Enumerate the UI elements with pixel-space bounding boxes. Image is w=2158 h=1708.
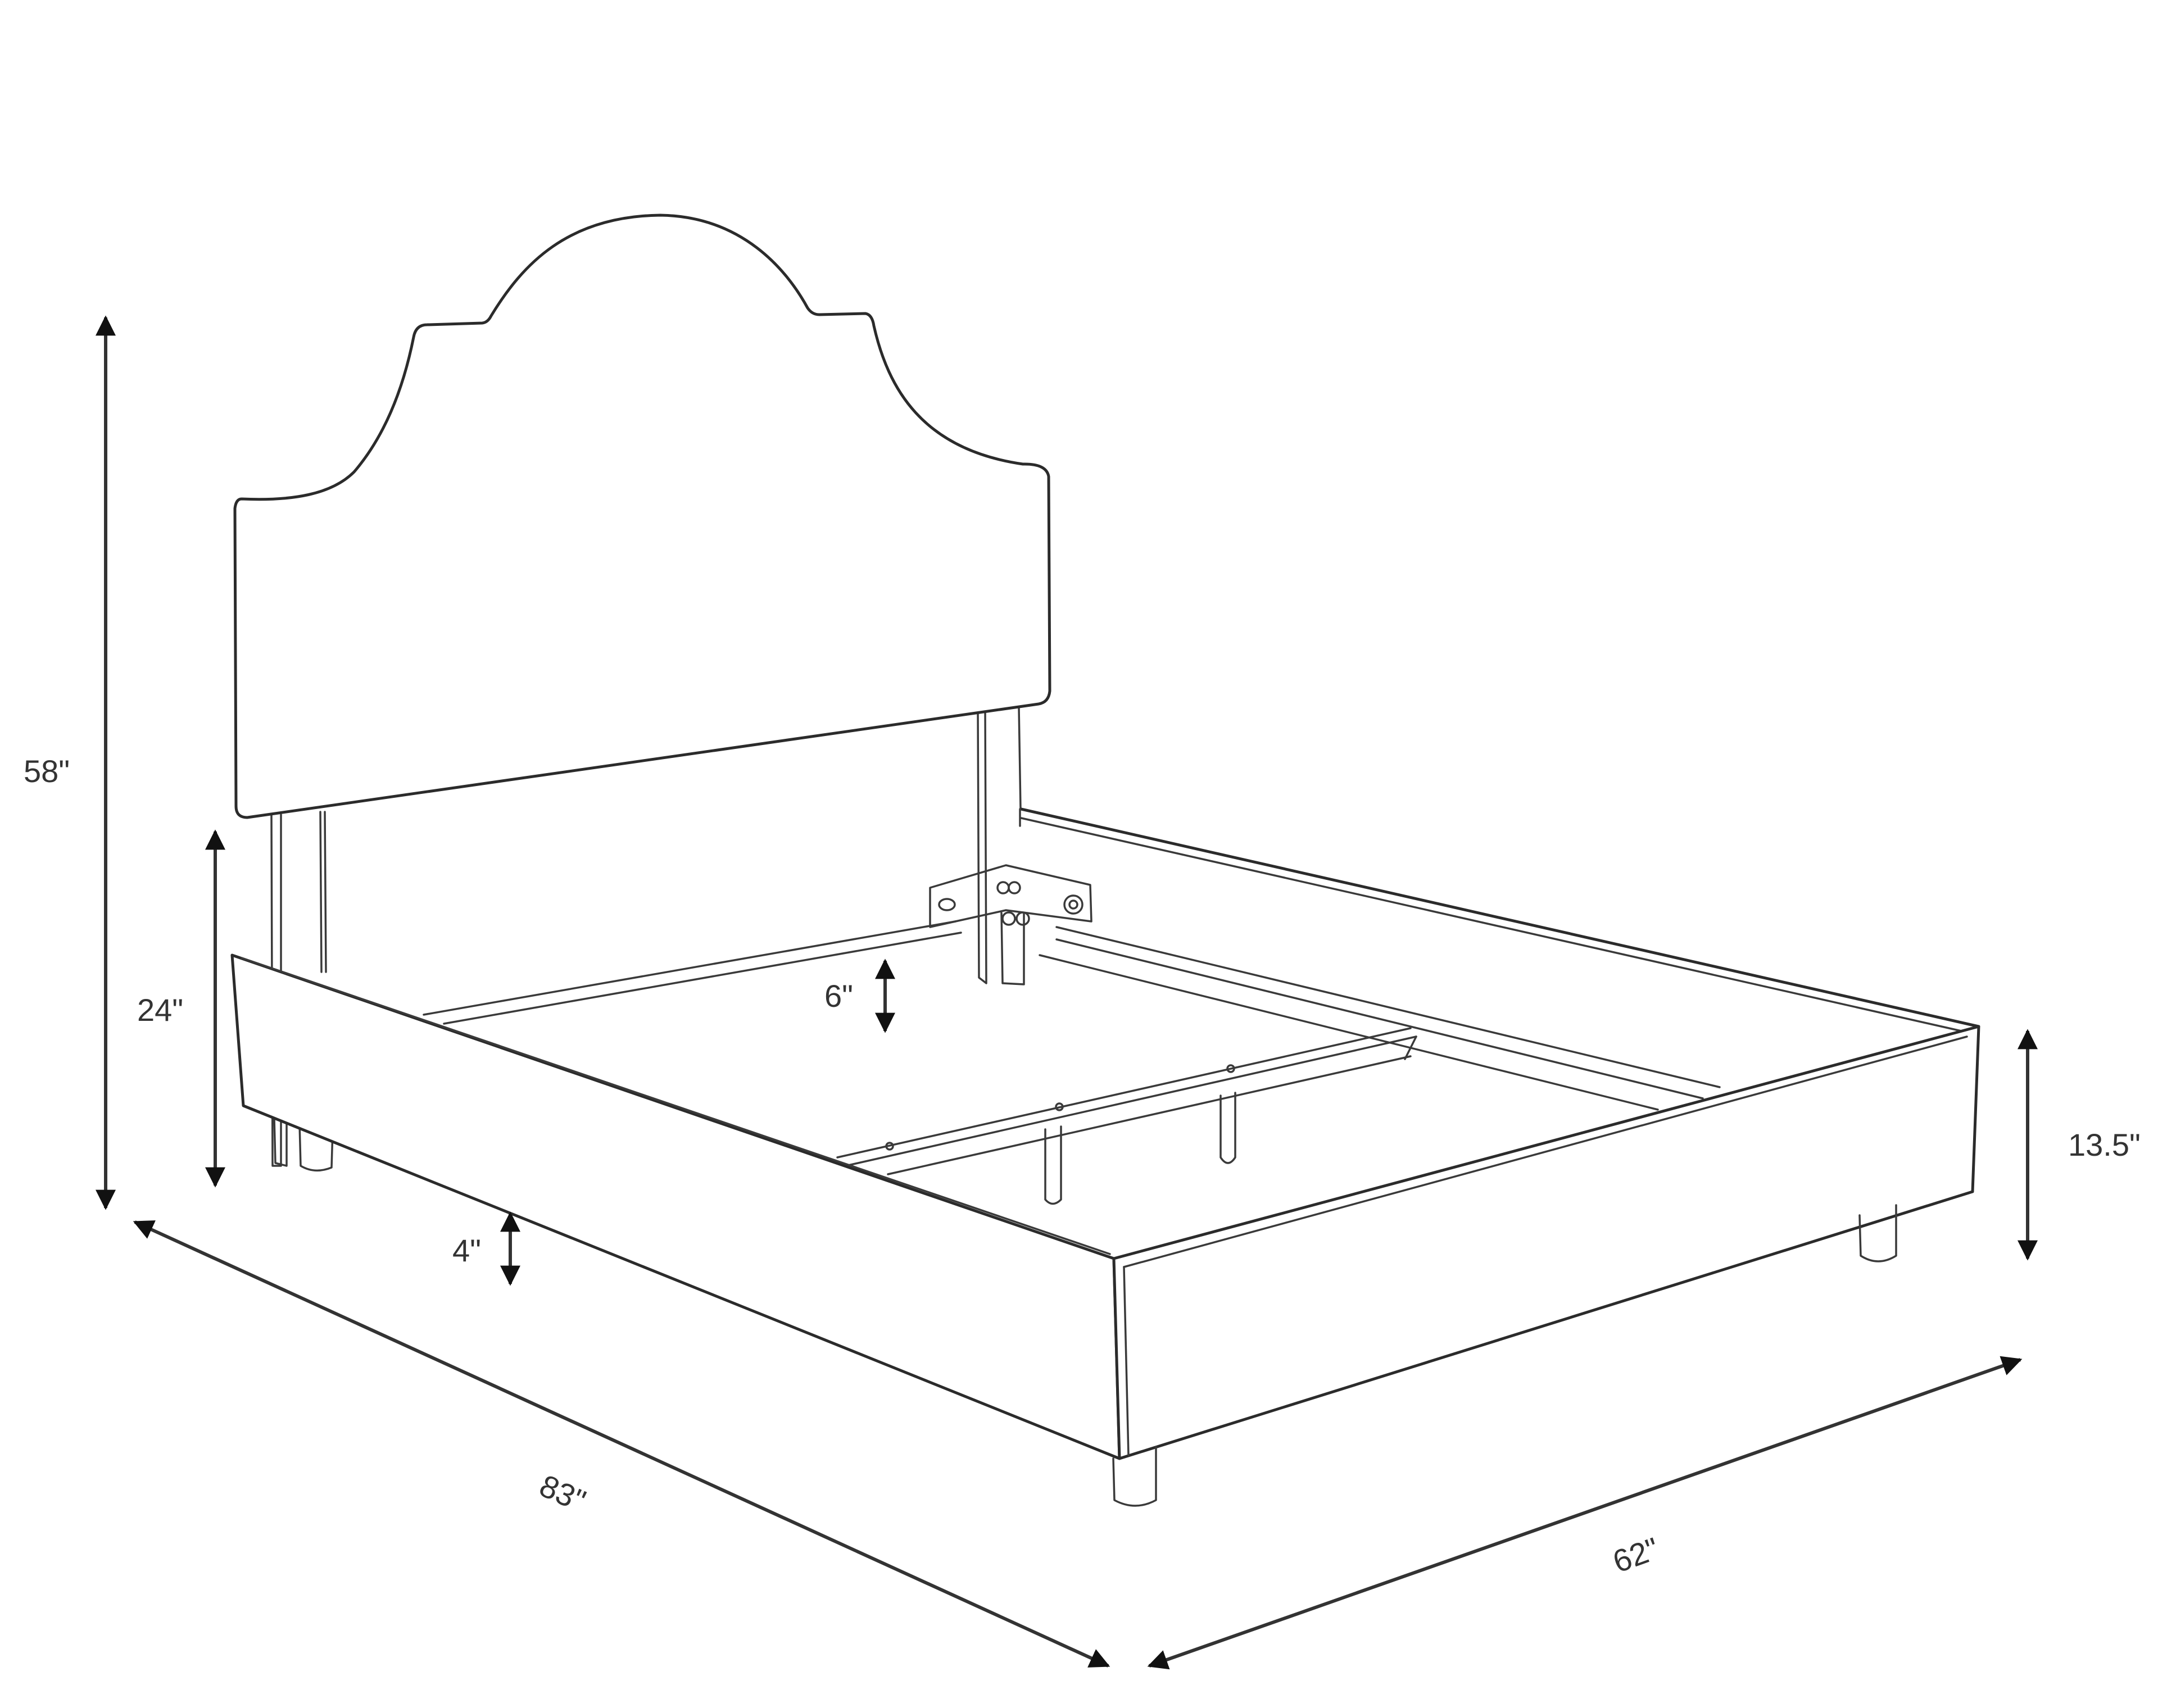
label-rail-clearance: 6" — [824, 978, 854, 1014]
far-side-rail — [1019, 807, 1980, 1032]
label-overall-height: 58" — [24, 753, 70, 789]
label-floor-clearance: 4" — [452, 1233, 482, 1268]
headboard — [233, 214, 1051, 819]
inner-rails — [423, 920, 1721, 1111]
foot-rail — [1112, 1025, 1980, 1507]
label-rail-height: 13.5" — [2068, 1127, 2141, 1162]
center-crossbar — [836, 1027, 1417, 1205]
dim-62-arrow — [1147, 1356, 2023, 1670]
near-side-rail — [230, 953, 1121, 1460]
dimension-lines — [96, 315, 2038, 1670]
label-headboard-leg-height: 24" — [137, 992, 184, 1028]
corner-bracket — [929, 864, 1092, 928]
dim-83-arrow — [133, 1220, 1110, 1668]
